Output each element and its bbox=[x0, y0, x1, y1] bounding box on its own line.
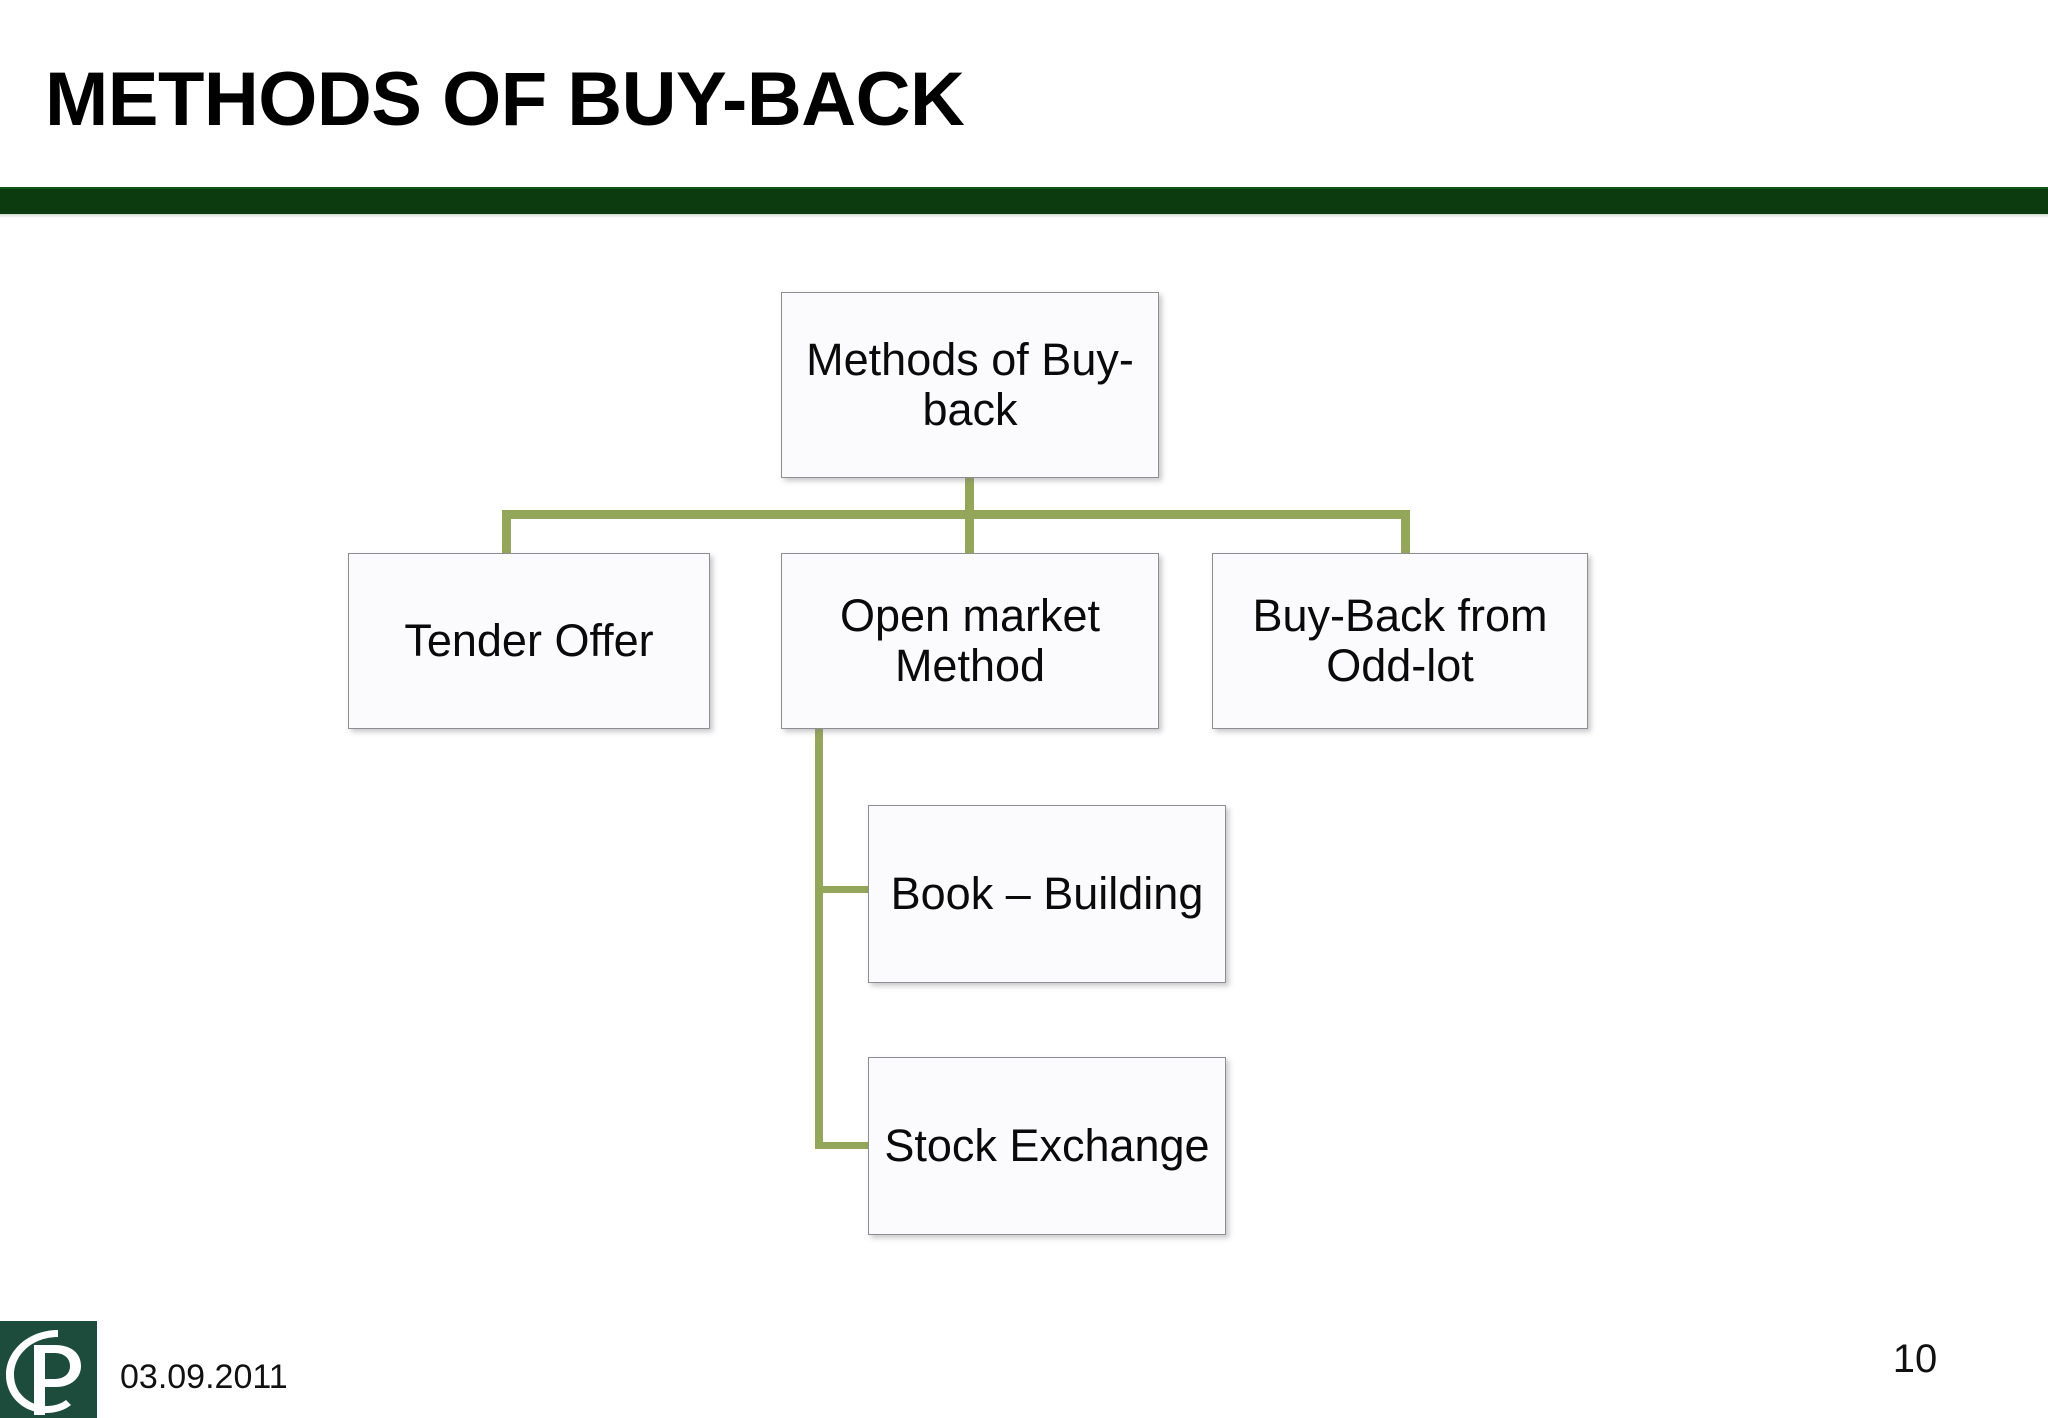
node-label: Open market Method bbox=[839, 589, 1101, 692]
node-label-line1: Open market bbox=[839, 589, 1101, 641]
node-label-line1: Methods of Buy- bbox=[806, 333, 1134, 385]
node-book-building[interactable]: Book – Building bbox=[868, 805, 1226, 983]
connector-sub-spine bbox=[815, 729, 823, 1149]
node-open-market-method[interactable]: Open market Method bbox=[781, 553, 1159, 729]
node-stock-exchange[interactable]: Stock Exchange bbox=[868, 1057, 1226, 1235]
connector-stub-stock-exchange bbox=[815, 1142, 871, 1149]
node-label: Tender Offer bbox=[404, 614, 654, 666]
node-label: Stock Exchange bbox=[884, 1119, 1210, 1171]
connector-drop-odd-lot bbox=[1401, 510, 1410, 557]
connector-root-stem bbox=[965, 478, 974, 519]
node-label-line2: Odd-lot bbox=[1326, 640, 1474, 691]
node-buy-back-from-odd-lot[interactable]: Buy-Back from Odd-lot bbox=[1212, 553, 1588, 729]
node-tender-offer[interactable]: Tender Offer bbox=[348, 553, 710, 729]
connector-horizontal-bus bbox=[502, 510, 1410, 519]
page-number: 10 bbox=[1892, 1337, 1938, 1381]
title-divider-bar bbox=[0, 187, 2048, 214]
node-label: Methods of Buy- back bbox=[806, 333, 1134, 436]
node-label-line2: Method bbox=[894, 640, 1046, 691]
node-label-line2: back bbox=[922, 384, 1018, 435]
connector-drop-open-market bbox=[965, 510, 974, 557]
company-p-logo-icon bbox=[0, 1321, 97, 1418]
page-title: METHODS OF BUY-BACK bbox=[45, 57, 965, 142]
node-methods-of-buy-back[interactable]: Methods of Buy- back bbox=[781, 292, 1159, 478]
footer-date: 03.09.2011 bbox=[120, 1358, 288, 1396]
title-divider-shadow bbox=[0, 214, 2048, 218]
connector-stub-book-building bbox=[815, 886, 871, 893]
node-label: Buy-Back from Odd-lot bbox=[1252, 589, 1548, 692]
connector-drop-tender bbox=[502, 510, 511, 557]
node-label-line1: Buy-Back from bbox=[1252, 589, 1548, 641]
node-label: Book – Building bbox=[890, 867, 1204, 919]
